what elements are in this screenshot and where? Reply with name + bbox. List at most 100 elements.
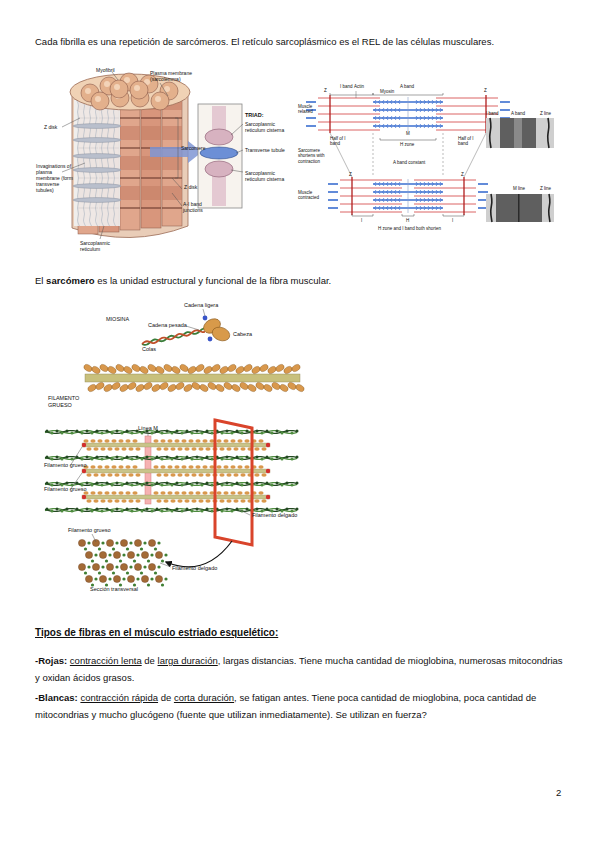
filament-arrangement (233, 447, 238, 451)
filament-arrangement (223, 439, 228, 443)
sarcomere-schematic (395, 124, 397, 126)
filament-arrangement (286, 430, 289, 433)
filament-arrangement (206, 508, 209, 511)
filament-arrangement (231, 458, 234, 461)
filament-arrangement (181, 510, 184, 513)
sarcomere-schematic (375, 208, 377, 210)
sarcomere-schematic (416, 116, 418, 118)
filament-arrangement (90, 439, 95, 443)
filament-arrangement (202, 465, 207, 469)
sarcomere-schematic (420, 116, 422, 118)
sarcomere-schematic (478, 183, 488, 185)
sarcomere-schematic (424, 126, 426, 128)
muscle-fiber (141, 177, 161, 178)
cross-section (92, 539, 99, 546)
figure-label: Filamento grueso (44, 486, 87, 492)
sarcomere-schematic (391, 198, 393, 200)
sarcomere-schematic (416, 110, 418, 112)
filament-arrangement (100, 447, 105, 451)
cross-section (127, 551, 134, 558)
filament-arrangement (266, 430, 269, 433)
sarcomere-schematic (428, 102, 430, 104)
sarcomere-schematic (383, 118, 385, 120)
muscle-fiber (120, 177, 140, 178)
filament-arrangement (226, 482, 229, 485)
filament-arrangement (86, 482, 89, 485)
figure-label-block: Z disk (184, 184, 197, 190)
sarcomere-schematic (318, 98, 380, 99)
sarcomere-schematic (379, 126, 381, 128)
sarcomere-schematic (356, 91, 357, 98)
muscle-fiber (141, 207, 161, 208)
filament-arrangement (256, 482, 259, 485)
leader-line (203, 309, 205, 316)
cross-section (108, 577, 111, 580)
figure-label: I band (486, 111, 499, 116)
filament-arrangement (201, 484, 204, 487)
filament-arrangement (205, 499, 210, 503)
filament-arrangement (246, 456, 249, 459)
sarcomere-schematic (414, 204, 476, 205)
filament-arrangement (71, 432, 74, 435)
sarcomere-schematic (420, 182, 422, 184)
filament-arrangement (236, 430, 239, 433)
filament-arrangement (221, 432, 224, 435)
filament-arrangement (256, 508, 259, 511)
sarcomere-schematic (395, 100, 397, 102)
filament-arrangement (156, 499, 161, 503)
muscle-fiber (107, 100, 110, 226)
filament-arrangement (61, 458, 64, 461)
muscle-fiber (205, 129, 233, 145)
muscle-fiber (70, 73, 242, 238)
sarcomere-schematic (420, 118, 422, 120)
filament-arrangement (181, 439, 186, 443)
myosin-filament (223, 381, 234, 391)
sarcomere-schematic (391, 110, 393, 112)
cross-section (157, 565, 160, 568)
sarcomere-schematic (440, 206, 442, 208)
muscle-fiber (120, 147, 140, 148)
filament-arrangement (266, 469, 270, 473)
sarcomere-schematic (428, 200, 430, 202)
filament-arrangement (45, 420, 299, 567)
filament-arrangement (196, 482, 199, 485)
muscle-fiber (95, 96, 101, 102)
filament-arrangement (101, 510, 104, 513)
sarcomere-schematic (395, 198, 397, 200)
cross-section (108, 553, 111, 556)
sarcomere-schematic (420, 126, 422, 128)
filament-arrangement (221, 458, 224, 461)
filament-arrangement (237, 465, 242, 469)
sarcomere-schematic (391, 192, 393, 194)
figure-label-block: Cadena ligera (184, 302, 218, 309)
filament-arrangement (191, 499, 196, 503)
body-text: es la unidad estructural y funcional de … (97, 275, 331, 286)
filament-arrangement (171, 510, 174, 513)
myosin-filament (203, 365, 214, 375)
cross-section (148, 563, 155, 570)
myosin-filament (295, 383, 306, 393)
filament-arrangement (191, 432, 194, 435)
leader-line (186, 326, 199, 330)
filament-arrangement (219, 473, 224, 477)
sarcomere-schematic (387, 110, 389, 112)
sarcomere-schematic (500, 109, 510, 111)
filament-arrangement (161, 432, 164, 435)
myosin-filament (191, 381, 202, 391)
filament-arrangement (114, 499, 119, 503)
filament-arrangement (205, 447, 210, 451)
sarcomere-schematic (379, 100, 381, 102)
filament-arrangement (266, 456, 269, 459)
filament-arrangement (254, 473, 259, 477)
leader-line (160, 83, 168, 96)
cross-section (127, 575, 134, 582)
myosin-filament (251, 365, 262, 375)
sarcomere-schematic (340, 180, 402, 181)
cross-section (106, 563, 113, 570)
filament-arrangement (231, 484, 234, 487)
myosin-filament (219, 365, 230, 375)
filament-arrangement (114, 447, 119, 451)
muscle-fiber (155, 96, 161, 102)
filament-arrangement (258, 465, 263, 469)
